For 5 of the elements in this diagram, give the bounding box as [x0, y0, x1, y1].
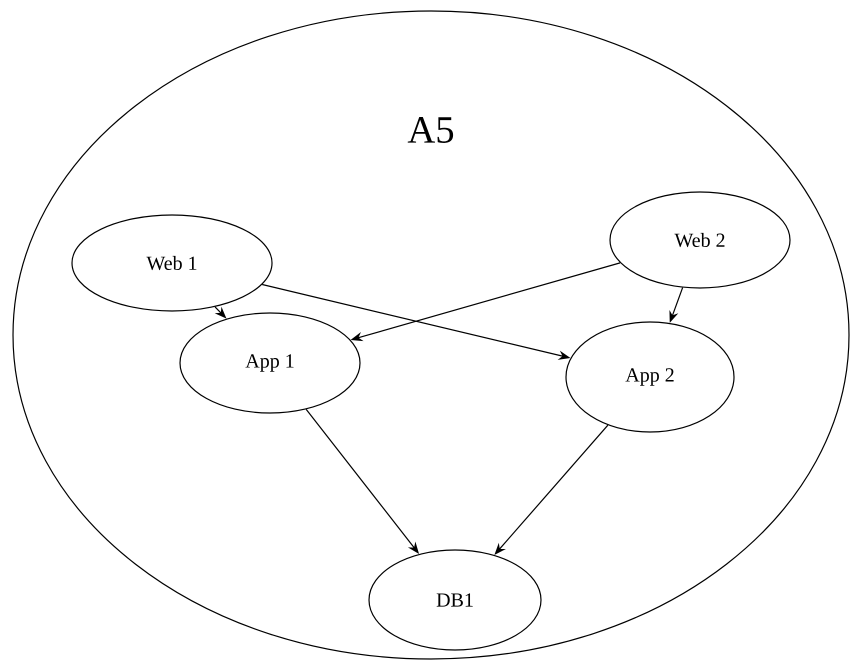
ellipse-node: DB1 — [368, 549, 542, 651]
ellipse-node: App 2 — [565, 321, 735, 433]
ellipse-node: Web 1 — [71, 214, 273, 312]
ellipse-node: Web 2 — [609, 191, 791, 289]
ellipse-node: App 1 — [179, 312, 361, 414]
